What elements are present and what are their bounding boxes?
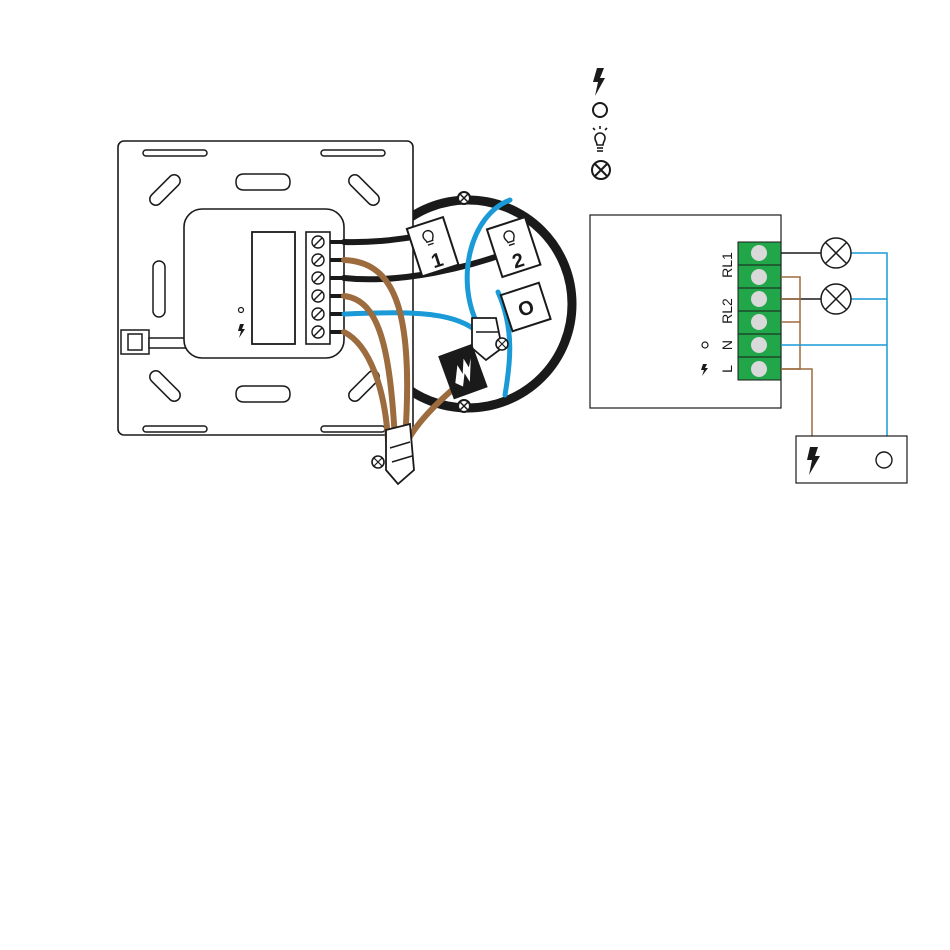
label-rl2: RL2 bbox=[719, 298, 735, 324]
wall-box-screw-bottom bbox=[458, 400, 470, 412]
legend bbox=[592, 68, 610, 179]
schematic-lamp-1 bbox=[821, 238, 851, 268]
label-rl1: RL1 bbox=[719, 252, 735, 278]
legend-lamp-cross-icon bbox=[592, 161, 610, 179]
installation-view: 1 2 O bbox=[118, 141, 572, 484]
legend-bulb-icon bbox=[593, 126, 607, 151]
schematic-terminal-rl1 bbox=[738, 242, 781, 288]
module-relay bbox=[252, 232, 295, 344]
label-l: L bbox=[719, 365, 735, 373]
legend-circle-icon bbox=[593, 103, 607, 117]
schematic-terminal-rl2 bbox=[738, 288, 781, 334]
legend-lightning-icon bbox=[593, 68, 605, 96]
schematic-lamp-2 bbox=[821, 284, 851, 314]
schematic-wires bbox=[781, 253, 887, 436]
schematic: RL1 RL2 N L bbox=[590, 215, 907, 483]
label-n: N bbox=[719, 340, 735, 350]
wall-box-screw-top bbox=[458, 192, 470, 204]
schematic-terminal-supply bbox=[738, 334, 781, 380]
